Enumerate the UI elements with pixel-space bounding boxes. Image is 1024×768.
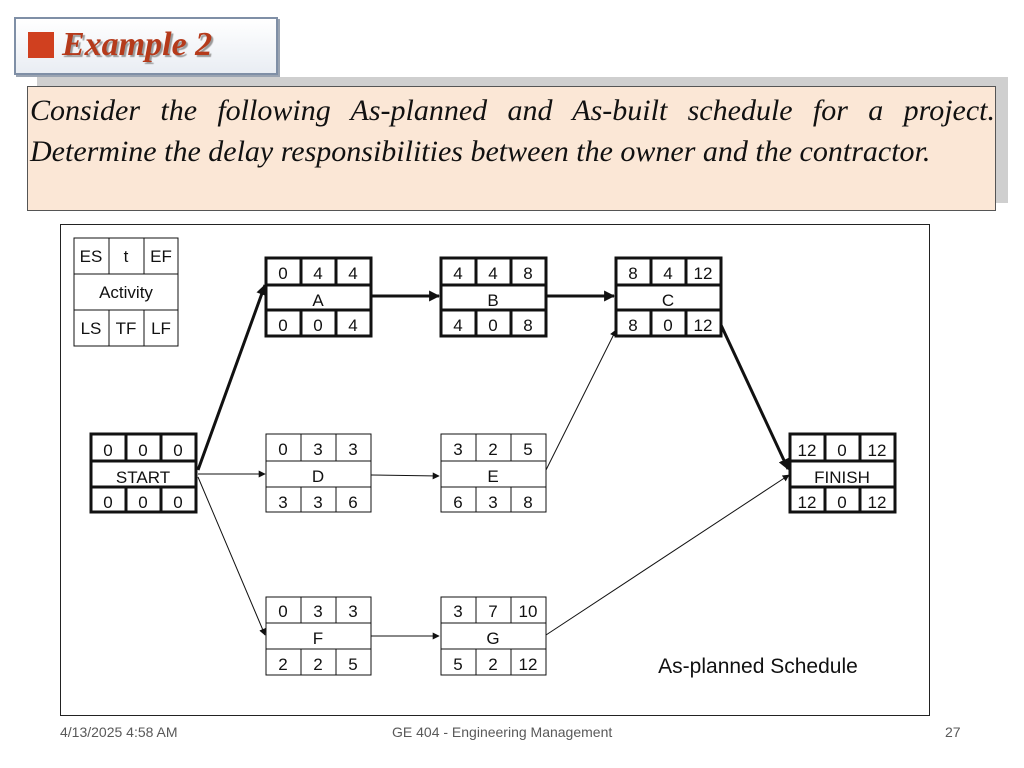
node-c-tf: 0 [663, 316, 672, 335]
node-a-ls: 0 [278, 316, 287, 335]
node-g-name: G [486, 629, 499, 648]
node-finish-es: 12 [798, 441, 817, 460]
node-f-name: F [313, 629, 323, 648]
node-c-es: 8 [628, 264, 637, 283]
footer-page-number: 27 [945, 724, 961, 740]
node-e-name: E [487, 467, 498, 486]
legend-lf: LF [151, 319, 171, 338]
node-finish-name: FINISH [814, 468, 870, 487]
network-diagram-svg: ES t EF Activity LS TF LF [73, 237, 897, 678]
legend-activity: Activity [99, 283, 153, 302]
node-f-tf: 2 [313, 655, 322, 674]
node-g-t: 7 [488, 602, 497, 621]
node-finish-lf: 12 [868, 493, 887, 512]
legend-node: ES t EF Activity LS TF LF [73, 237, 179, 347]
arrow-e-c [545, 329, 617, 471]
node-a-name: A [312, 291, 324, 310]
node-d-ef: 3 [348, 440, 357, 459]
node-b-es: 4 [453, 264, 462, 283]
square-bullet-icon [28, 32, 54, 58]
legend-ls: LS [81, 319, 102, 338]
node-e: 3 2 5 E 6 3 8 [440, 433, 547, 513]
node-start-ef: 0 [173, 441, 182, 460]
node-d-tf: 3 [313, 493, 322, 512]
node-finish: 12 0 12 FINISH 12 0 12 [788, 432, 897, 514]
footer-course: GE 404 - Engineering Management [392, 724, 613, 740]
node-g-ls: 5 [453, 655, 462, 674]
slide-title-box: Example 2 [14, 17, 278, 75]
node-f-ef: 3 [348, 602, 357, 621]
node-b-ls: 4 [453, 316, 462, 335]
node-f: 0 3 3 F 2 2 5 [265, 596, 372, 676]
network-arrows [196, 283, 790, 640]
node-c: 8 4 12 C 8 0 12 [614, 256, 723, 338]
node-c-lf: 12 [694, 316, 713, 335]
legend-es: ES [80, 247, 103, 266]
node-g-es: 3 [453, 602, 462, 621]
node-e-ls: 6 [453, 493, 462, 512]
legend-ef: EF [150, 247, 172, 266]
node-c-ls: 8 [628, 316, 637, 335]
node-start-name: START [116, 468, 170, 487]
node-finish-ls: 12 [798, 493, 817, 512]
node-e-t: 2 [488, 440, 497, 459]
legend-t: t [124, 247, 129, 266]
arrow-start-a [196, 283, 267, 471]
node-f-es: 0 [278, 602, 287, 621]
node-e-tf: 3 [488, 493, 497, 512]
node-start: 0 0 0 START 0 0 0 [89, 432, 198, 514]
legend-tf: TF [116, 319, 137, 338]
node-d: 0 3 3 D 3 3 6 [265, 433, 372, 513]
node-a-tf: 0 [313, 316, 322, 335]
node-g-lf: 12 [519, 655, 538, 674]
node-a: 0 4 4 A 0 0 4 [264, 256, 373, 338]
node-start-ls: 0 [103, 493, 112, 512]
node-d-name: D [312, 467, 324, 486]
node-f-lf: 5 [348, 655, 357, 674]
node-e-es: 3 [453, 440, 462, 459]
node-g-ef: 10 [519, 602, 538, 621]
node-c-t: 4 [663, 264, 672, 283]
node-d-t: 3 [313, 440, 322, 459]
node-start-es: 0 [103, 441, 112, 460]
node-g-tf: 2 [488, 655, 497, 674]
node-b-t: 4 [488, 264, 497, 283]
node-e-ef: 5 [523, 440, 532, 459]
node-finish-tf: 0 [837, 493, 846, 512]
arrow-g-finish [545, 474, 790, 636]
node-start-t: 0 [138, 441, 147, 460]
arrow-d-e [370, 472, 440, 480]
node-c-ef: 12 [694, 264, 713, 283]
node-a-ef: 4 [348, 264, 357, 283]
node-a-t: 4 [313, 264, 322, 283]
footer-datetime: 4/13/2025 4:58 AM [60, 724, 178, 740]
node-b-ef: 8 [523, 264, 532, 283]
diagram-caption: As-planned Schedule [658, 655, 858, 678]
node-c-name: C [662, 291, 674, 310]
node-b-tf: 0 [488, 316, 497, 335]
node-g: 3 7 10 G 5 2 12 [440, 596, 547, 676]
node-start-lf: 0 [173, 493, 182, 512]
node-e-lf: 8 [523, 493, 532, 512]
node-start-tf: 0 [138, 493, 147, 512]
slide-title: Example 2 [62, 26, 213, 63]
node-a-lf: 4 [348, 316, 357, 335]
node-f-ls: 2 [278, 655, 287, 674]
node-d-lf: 6 [348, 493, 357, 512]
arrow-c-finish [719, 324, 790, 470]
node-finish-ef: 12 [868, 441, 887, 460]
node-b-lf: 8 [523, 316, 532, 335]
question-box: Consider the following As-planned and As… [27, 86, 996, 211]
arrow-start-f [197, 476, 266, 636]
node-f-t: 3 [313, 602, 322, 621]
node-d-es: 0 [278, 440, 287, 459]
node-finish-t: 0 [837, 441, 846, 460]
network-diagram: ES t EF Activity LS TF LF [60, 224, 930, 716]
node-a-es: 0 [278, 264, 287, 283]
question-text: Consider the following As-planned and As… [30, 94, 995, 168]
node-d-ls: 3 [278, 493, 287, 512]
node-b-name: B [487, 291, 498, 310]
node-b: 4 4 8 B 4 0 8 [439, 256, 548, 338]
